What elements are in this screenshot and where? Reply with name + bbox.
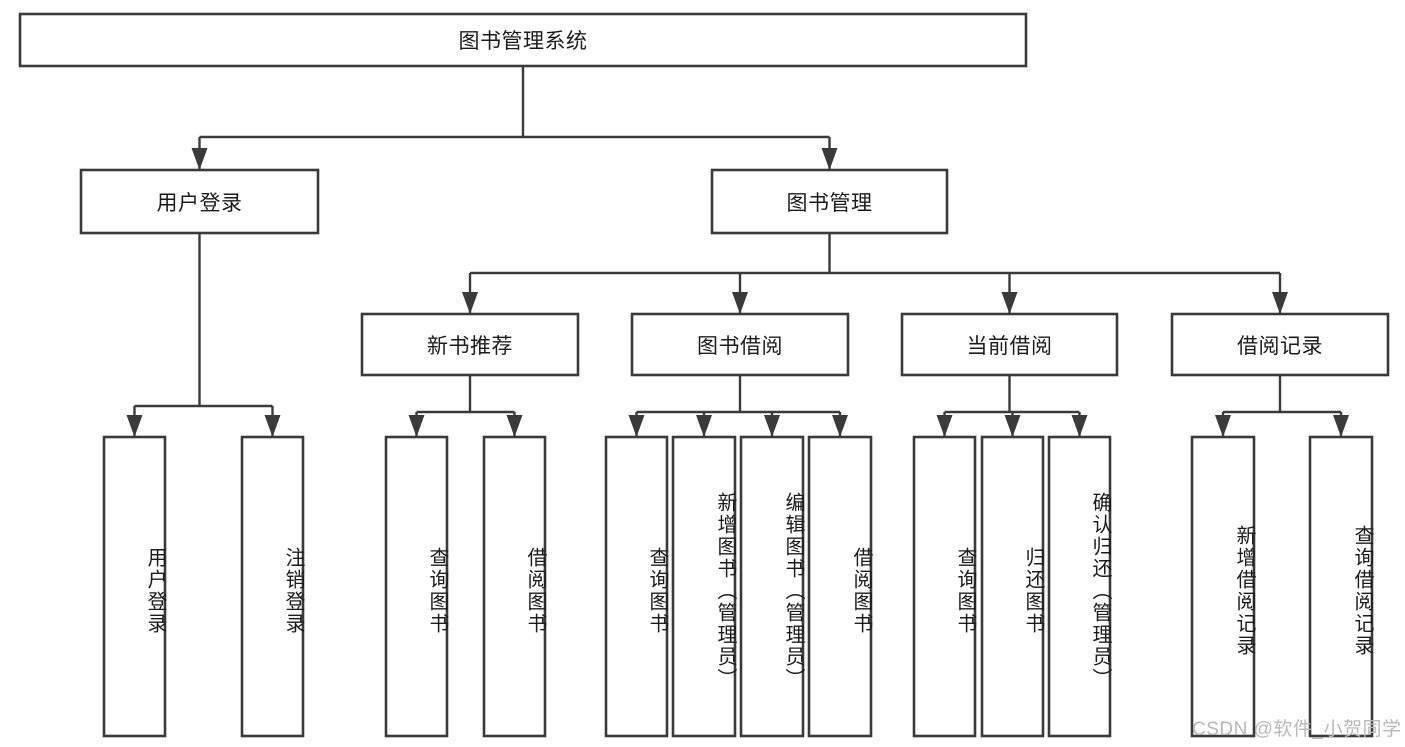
arrowhead-新书推荐-to-借阅图书: [506, 415, 523, 437]
leaf-box-借阅图书[interactable]: [807, 435, 873, 738]
root-box-图书管理系统[interactable]: [18, 12, 1028, 68]
arrowhead-图书借阅-to-新增图书管理员: [696, 415, 712, 437]
arrowhead-root-to-图书管理: [821, 148, 838, 170]
leaf-box-借阅图书[interactable]: [482, 435, 547, 738]
arrowhead-当前借阅-to-归还图书: [1004, 415, 1021, 437]
arrowhead-借阅记录-to-查询借阅记录: [1333, 415, 1349, 437]
leaf-box-编辑图书管理员[interactable]: [739, 435, 805, 738]
arrowhead-图书借阅-to-借阅图书: [832, 415, 848, 437]
leaf-box-用户登录[interactable]: [102, 435, 167, 738]
connector-lines-layer: [133, 66, 1343, 437]
arrowhead-manage-to-借阅记录: [1272, 292, 1288, 314]
arrowhead-当前借阅-to-查询图书: [936, 415, 953, 437]
level2-box-图书管理[interactable]: [710, 168, 949, 235]
leaf-box-归还图书[interactable]: [980, 435, 1045, 738]
arrowhead-用户登录-to-用户登录: [126, 415, 143, 437]
leaf-box-注销登录[interactable]: [240, 435, 305, 738]
arrowhead-manage-to-新书推荐: [462, 292, 478, 314]
arrowhead-新书推荐-to-查询图书: [408, 415, 425, 437]
arrowhead-借阅记录-to-新增借阅记录: [1215, 415, 1231, 437]
leaf-box-查询借阅记录[interactable]: [1308, 435, 1374, 738]
arrowhead-用户登录-to-注销登录: [264, 415, 281, 437]
arrowhead-manage-to-图书借阅: [732, 292, 748, 314]
leaf-box-查询图书[interactable]: [384, 435, 449, 738]
arrowhead-当前借阅-to-确认归还管理员: [1071, 415, 1088, 437]
arrowhead-manage-to-当前借阅: [1001, 292, 1018, 314]
leaf-box-确认归还管理员[interactable]: [1047, 435, 1112, 738]
level3-box-新书推荐[interactable]: [360, 312, 580, 377]
node-boxes-layer: [18, 12, 1390, 738]
arrowhead-root-to-用户登录: [191, 148, 208, 170]
leaf-box-新增图书管理员[interactable]: [671, 435, 737, 738]
leaf-box-新增借阅记录[interactable]: [1190, 435, 1256, 738]
level3-box-当前借阅[interactable]: [900, 312, 1119, 377]
leaf-box-查询图书[interactable]: [604, 435, 669, 738]
arrowhead-图书借阅-to-编辑图书管理员: [764, 415, 780, 437]
arrowheads-layer: [126, 148, 1349, 437]
level3-box-图书借阅[interactable]: [630, 312, 850, 377]
level3-box-借阅记录[interactable]: [1170, 312, 1390, 377]
leaf-box-查询图书[interactable]: [912, 435, 977, 738]
level2-box-用户登录[interactable]: [79, 168, 320, 235]
arrowhead-图书借阅-to-查询图书: [628, 415, 645, 437]
